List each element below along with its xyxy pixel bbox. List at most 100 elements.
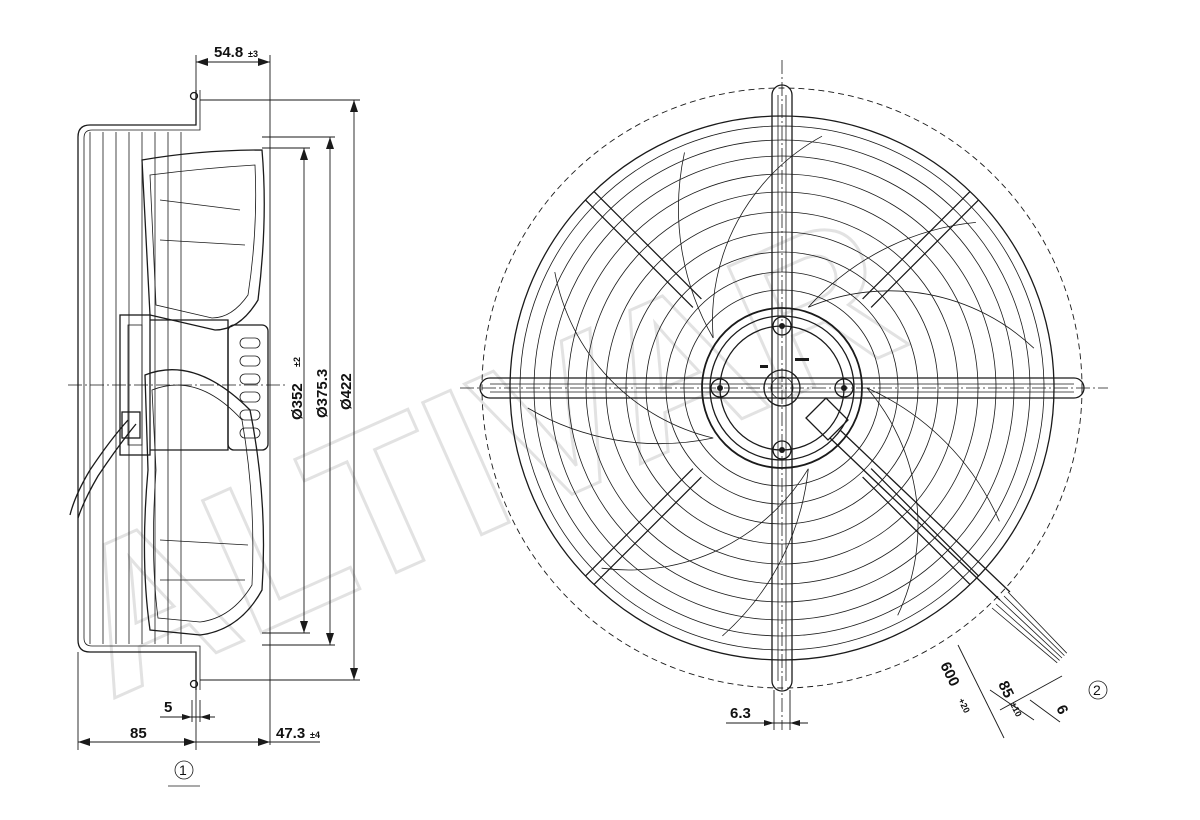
motor-flange-inner [127, 324, 143, 446]
cable-wire [1007, 591, 1068, 654]
dim-line-85-cable [989, 689, 1035, 721]
dim-cable-length: 600 [936, 659, 962, 689]
bolt-bottom [772, 440, 792, 460]
blade-sweeps [527, 135, 1035, 637]
lower-blade-inner [151, 384, 254, 623]
rotor-fin [239, 373, 261, 385]
guard-ring [625, 231, 939, 545]
rotor-fin [239, 337, 261, 349]
dim-depth: 85 [130, 725, 147, 742]
blade-sweep [601, 468, 809, 571]
blade-edge [722, 468, 809, 637]
dim-arrows-vertical [300, 100, 358, 680]
guard-ring [509, 115, 1055, 661]
motor-flange [119, 314, 151, 456]
side-view: 54.8 ±3 Ø352 ±2 Ø375.3 Ø422 85 5 47.3 ±4… [68, 44, 360, 787]
bolt-right [834, 378, 854, 398]
bolt-left [710, 378, 730, 398]
guard-ring [645, 251, 919, 525]
diagonal-strut [584, 468, 702, 586]
guard-ring [519, 125, 1045, 651]
cable-wire [991, 607, 1058, 664]
guard-wires [89, 132, 182, 644]
upper-blade [141, 149, 265, 331]
dim-arrows-47-3 [258, 738, 270, 746]
blade-sweep [712, 135, 823, 339]
dim-hub-tol: ±4 [310, 730, 320, 740]
cable-gland [121, 411, 141, 439]
guard-ring [683, 289, 881, 487]
dim-arrows-5 [182, 714, 210, 720]
hub-label-mark-2 [795, 358, 809, 361]
diagonal-strut [862, 468, 980, 586]
cable-wire [995, 603, 1060, 661]
guard-outline-inner [83, 90, 201, 690]
lower-blade [143, 369, 265, 636]
support-bar-horizontal [479, 377, 1085, 399]
dim-hub: 47.3 [276, 725, 305, 742]
cable-wires [991, 591, 1068, 664]
motor-hub-outer [701, 307, 863, 469]
bolt-right-center [841, 385, 847, 391]
front-cable-b [839, 429, 1011, 593]
dim-arrows-85 [78, 738, 196, 746]
blade-sweep [866, 387, 919, 616]
blade-ribs [159, 199, 249, 581]
guard-ring [549, 155, 1015, 621]
motor-hub-ring [709, 315, 855, 461]
motor-shaft [763, 369, 801, 407]
upper-blade-inner [149, 164, 257, 319]
side-cable-edge [77, 423, 137, 519]
bolt-bottom-center [779, 447, 785, 453]
motor-shaft-inner [770, 376, 794, 400]
callout-circle-1 [174, 760, 194, 780]
guard-rings [509, 115, 1055, 661]
front-cable-gland [805, 397, 849, 441]
dim-dia-352: Ø352 [289, 383, 306, 420]
callout-circle-2 [1088, 680, 1108, 700]
callout-2: 2 [1093, 682, 1101, 698]
dim-strip-length: 85 [994, 678, 1017, 700]
guard-outline [77, 90, 197, 690]
dim-line-6 [1029, 699, 1061, 723]
dim-bar-width: 6.3 [730, 705, 751, 722]
rotor-fin [239, 427, 261, 439]
callout-1: 1 [179, 762, 187, 778]
mount-hole-top [189, 91, 199, 101]
mount-bolts [710, 316, 854, 460]
front-view: 6.3 600 +20 85 ±10 6 2 [460, 60, 1108, 739]
rotor [227, 324, 269, 451]
dim-dia-375: Ø375.3 [314, 369, 331, 418]
guard-ring [585, 191, 979, 585]
diagonal-struts [584, 190, 980, 586]
watermark: ALTIVAR [31, 168, 932, 743]
dim-dia-352-tol: ±2 [292, 357, 302, 367]
dim-line-600 [957, 644, 1005, 739]
rotor-fin [239, 355, 261, 367]
dim-arrows-6-3 [764, 720, 800, 726]
bolt-left-center [717, 385, 723, 391]
blade-edge [678, 152, 714, 339]
diagonal-strut [862, 190, 980, 308]
blade-sweep [808, 290, 1035, 349]
bolt-top [772, 316, 792, 336]
guard-ring [605, 211, 959, 565]
guard-ring [567, 173, 997, 603]
dim-strip-length-tol: ±10 [1008, 700, 1024, 718]
mount-hole-bottom [189, 679, 199, 689]
cable-wire [1003, 595, 1065, 656]
diagonal-strut [584, 190, 702, 308]
blade-edge [527, 407, 714, 445]
front-cable-a [829, 437, 1001, 601]
rotor-fins [239, 337, 261, 439]
rotor-fin [239, 409, 261, 421]
dim-offset-top: 54.8 [214, 44, 243, 61]
dim-end-length: 6 [1052, 702, 1071, 717]
cable-wire [999, 599, 1063, 659]
dim-dia-422: Ø422 [338, 373, 355, 410]
rotor-fin [239, 391, 261, 403]
guard-ring [533, 139, 1031, 637]
watermark-text: ALTIVAR [33, 169, 931, 741]
dim-cable-length-tol: +20 [956, 696, 972, 714]
